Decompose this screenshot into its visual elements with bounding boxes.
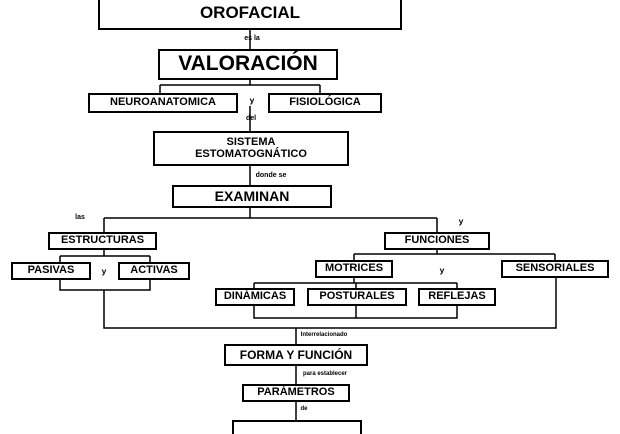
node-forma-funcion-label: FORMA Y FUNCIÓN: [239, 347, 353, 362]
node-parametros: PARÁMETROS: [242, 384, 350, 402]
node-fisiologica: FISIOLÓGICA: [268, 93, 382, 113]
node-posturales-label: POSTURALES: [319, 290, 395, 303]
connector-es-la: es la: [244, 35, 260, 42]
node-activas: ACTIVAS: [118, 262, 190, 280]
node-neuroanatomica-label: NEUROANATOMICA: [110, 96, 216, 109]
connector-y-estructuras: y: [101, 266, 107, 276]
node-sistema-line2: ESTOMATOGNÁTICO: [195, 147, 307, 160]
node-valoracion-label: VALORACIÓN: [178, 52, 318, 76]
node-fisiologica-label: FISIOLÓGICA: [289, 96, 361, 109]
node-estructuras: ESTRUCTURAS: [48, 232, 157, 250]
node-orofacial: OROFACIAL: [98, 0, 402, 30]
node-dinamicas: DINÁMICAS: [215, 288, 295, 306]
node-neuroanatomica: NEUROANATOMICA: [88, 93, 238, 113]
node-dinamicas-label: DINÁMICAS: [223, 290, 287, 303]
node-pasivas: PASIVAS: [11, 262, 91, 280]
node-funciones-label: FUNCIONES: [404, 234, 470, 247]
node-valoracion: VALORACIÓN: [158, 49, 338, 80]
node-reflejas: REFLEJAS: [418, 288, 496, 306]
connector-del: del: [245, 115, 257, 122]
node-posturales: POSTURALES: [307, 288, 407, 306]
node-reflejas-label: REFLEJAS: [428, 290, 486, 303]
node-bottom-partial: [232, 420, 362, 434]
node-forma-funcion: FORMA Y FUNCIÓN: [224, 344, 368, 366]
connector-donde-se: donde se: [255, 172, 287, 179]
connector-de: de: [300, 406, 308, 412]
node-motrices: MOTRICES: [315, 260, 393, 278]
connector-interrelacionado: Interrelacionado: [300, 332, 348, 338]
node-orofacial-label: OROFACIAL: [199, 3, 301, 23]
node-parametros-label: PARÁMETROS: [257, 386, 335, 399]
node-funciones: FUNCIONES: [384, 232, 490, 250]
connector-y-top: y: [249, 95, 255, 105]
node-motrices-label: MOTRICES: [324, 262, 384, 275]
node-examinan: EXAMINAN: [172, 185, 332, 208]
line-left-to-bottom: [103, 278, 557, 329]
node-pasivas-label: PASIVAS: [27, 264, 75, 277]
connector-para-establecer: para establecer: [302, 371, 348, 377]
node-examinan-label: EXAMINAN: [214, 188, 290, 205]
node-sistema-estomatognatico: SISTEMA ESTOMATOGNÁTICO: [153, 131, 349, 166]
node-sensoriales-label: SENSORIALES: [515, 262, 595, 275]
node-activas-label: ACTIVAS: [130, 264, 178, 277]
node-sensoriales: SENSORIALES: [501, 260, 609, 278]
connector-y-right: y: [458, 216, 464, 226]
node-sistema-line1: SISTEMA: [226, 135, 276, 148]
node-estructuras-label: ESTRUCTURAS: [60, 234, 145, 247]
line-pasivas-to-bottom: [59, 280, 151, 291]
connector-las: las: [75, 214, 85, 221]
connector-y-funciones: y: [439, 265, 445, 275]
